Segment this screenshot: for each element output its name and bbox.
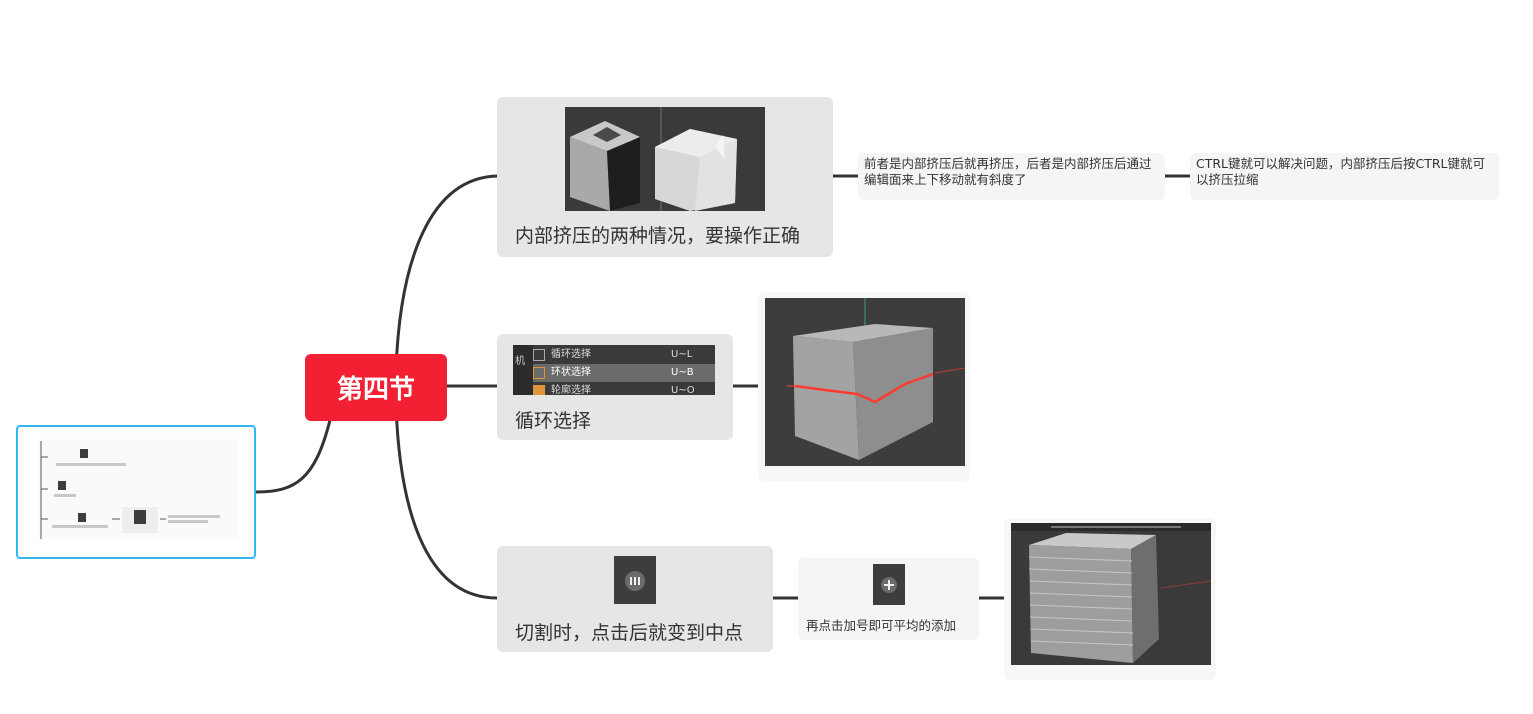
branch-topic-label: 循环选择 (515, 410, 592, 432)
menu-item-outline-select: 轮廓选择 U~O (533, 382, 715, 395)
branch-topic-loop-select[interactable]: 机 循环选择 U~L 环状选择 U~B 轮廓选择 U~O 循环选择 (497, 334, 733, 440)
branch-topic-inner-extrude[interactable]: 内部挤压的两种情况，要操作正确 (497, 97, 833, 257)
thumbnail-preview (38, 439, 238, 539)
central-topic[interactable]: 第四节 (305, 354, 447, 421)
menu-item-label: 循环选择 (551, 349, 591, 360)
cube-loop-illustration (765, 298, 965, 466)
link-central-branch1 (394, 174, 499, 372)
plus-tool-screenshot (873, 564, 905, 605)
menu-item-label: 环状选择 (551, 367, 591, 378)
note-plus-average[interactable]: 再点击加号即可平均的添加 (798, 558, 979, 640)
link-central-branch3 (394, 403, 499, 600)
sliced-cube-image-card[interactable] (1004, 518, 1216, 680)
link-central-thumbnail (254, 418, 332, 494)
menu-item-ring-select: 环状选择 U~B (533, 364, 715, 382)
menu-item-shortcut: U~O (671, 385, 695, 395)
menu-prefix: 机 (515, 356, 525, 367)
midpoint-icon (625, 571, 645, 591)
loop-select-menu: 机 循环选择 U~L 环状选择 U~B 轮廓选择 U~O (513, 345, 715, 395)
note-ctrl-key-tip[interactable]: CTRL键就可以解决问题，内部挤压后按CTRL键就可以挤压拉缩 (1190, 153, 1499, 200)
outline-select-icon (533, 385, 545, 395)
note-text: 前者是内部挤压后就再挤压，后者是内部挤压后通过编辑面来上下移动就有斜度了 (864, 156, 1152, 187)
cut-tool-screenshot (614, 556, 656, 604)
branch-topic-label: 切割时，点击后就变到中点 (515, 622, 744, 644)
two-boxes-illustration (565, 107, 765, 211)
menu-item-shortcut: U~B (671, 367, 694, 378)
branch-topic-label: 内部挤压的两种情况，要操作正确 (515, 225, 801, 247)
loop-select-icon (533, 349, 545, 361)
note-text: CTRL键就可以解决问题，内部挤压后按CTRL键就可以挤压拉缩 (1196, 156, 1486, 187)
note-extrude-explanation[interactable]: 前者是内部挤压后就再挤压，后者是内部挤压后通过编辑面来上下移动就有斜度了 (858, 153, 1165, 200)
thumbnail-mindmap-preview (40, 441, 220, 539)
note-text: 再点击加号即可平均的添加 (806, 618, 957, 633)
ring-select-icon (533, 367, 545, 379)
central-topic-label: 第四节 (336, 375, 415, 405)
loop-cube-image-card[interactable] (758, 292, 970, 482)
floating-subtopic-thumbnail[interactable] (16, 425, 256, 559)
menu-item-label: 轮廓选择 (551, 385, 591, 395)
plus-icon (881, 577, 897, 593)
menu-item-loop-select: 循环选择 U~L (533, 346, 715, 364)
branch-topic-cut[interactable]: 切割时，点击后就变到中点 (497, 546, 773, 652)
extrude-screenshot (565, 107, 765, 211)
menu-item-shortcut: U~L (671, 349, 693, 360)
sliced-cube-illustration (1011, 523, 1211, 665)
